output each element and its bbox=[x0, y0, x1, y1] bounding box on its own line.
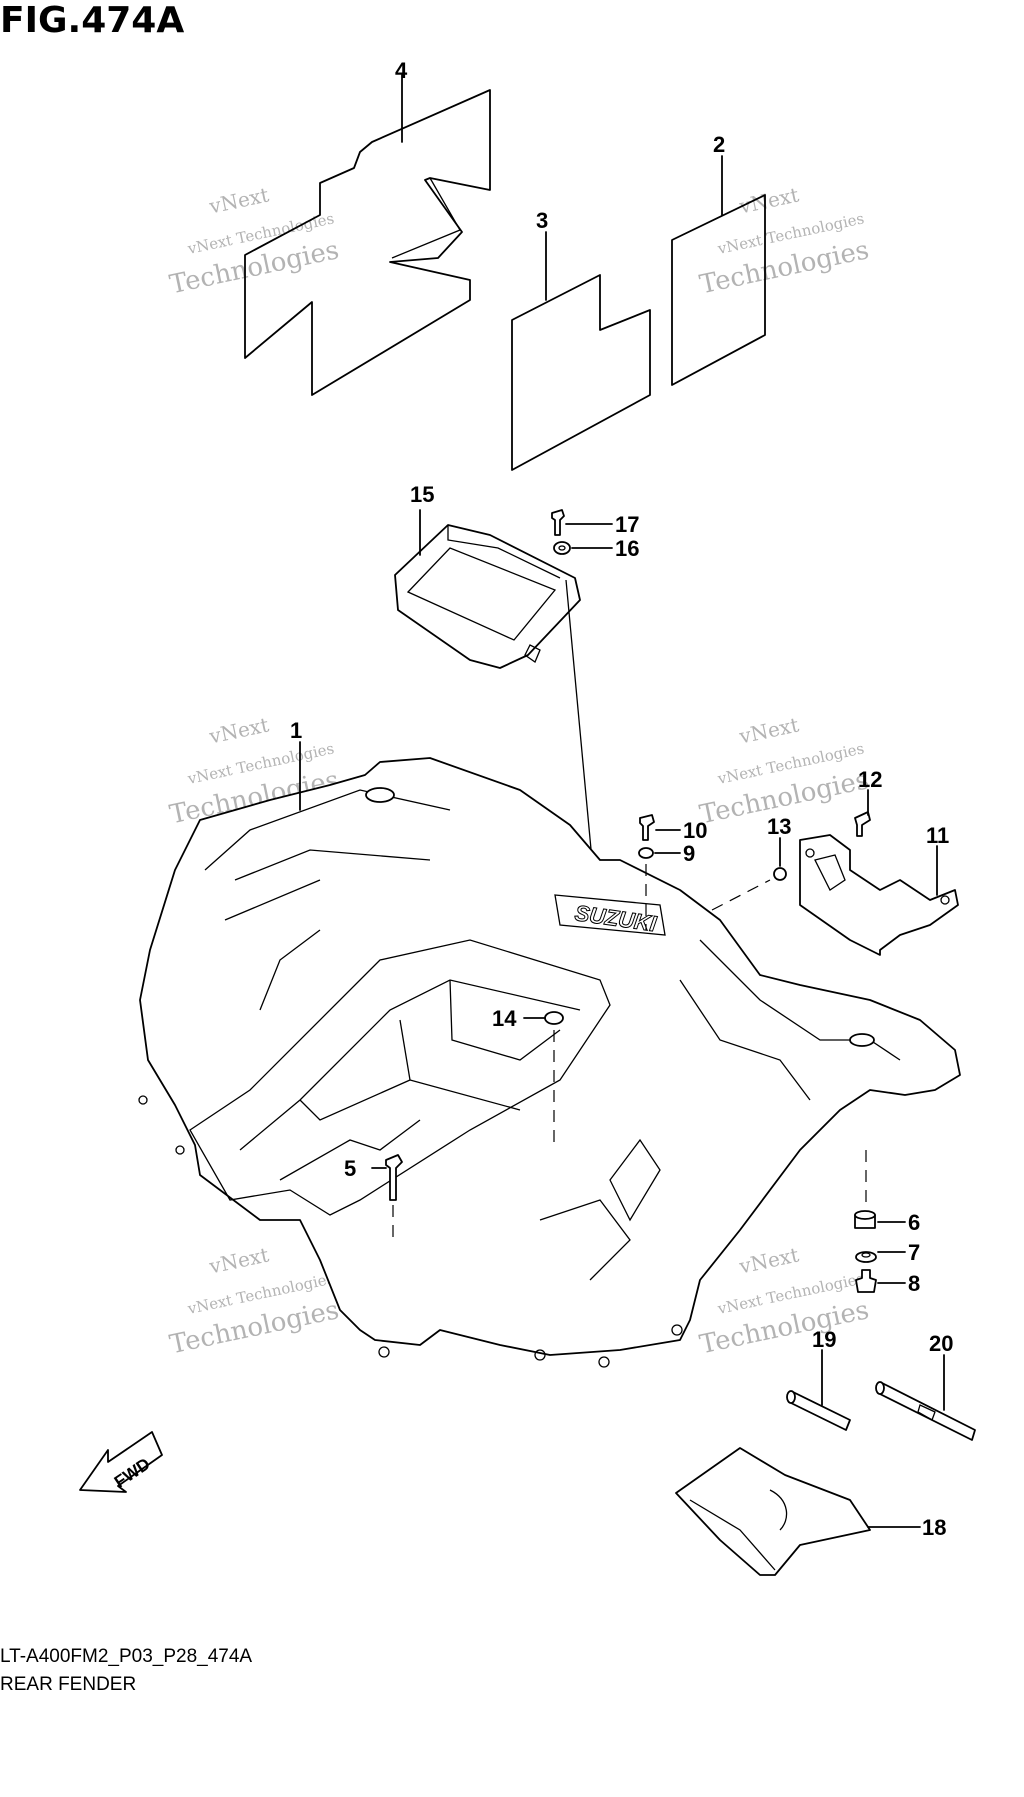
callout-12: 12 bbox=[858, 767, 882, 792]
part-2-pad: 2 bbox=[671, 132, 766, 386]
callout-18: 18 bbox=[922, 1515, 946, 1540]
callout-14: 14 bbox=[492, 1006, 517, 1031]
part-11-bracket: 11 bbox=[799, 823, 959, 956]
fwd-arrow-icon: FWD bbox=[79, 1431, 163, 1493]
leader-13-dashed bbox=[711, 879, 771, 911]
callout-16: 16 bbox=[615, 536, 639, 561]
callout-1: 1 bbox=[290, 718, 302, 743]
svg-text:vNext: vNext bbox=[736, 713, 801, 749]
callout-20: 20 bbox=[929, 1331, 953, 1356]
part-3-pad: 3 bbox=[511, 208, 651, 471]
callout-4: 4 bbox=[395, 58, 408, 83]
part-9-nut: 9 bbox=[638, 841, 695, 866]
part-6-grommet: 6 bbox=[854, 1210, 920, 1235]
callout-7: 7 bbox=[908, 1240, 920, 1265]
part-19-pin: 19 bbox=[786, 1327, 851, 1431]
part-18-tool-bag: 18 bbox=[675, 1447, 946, 1576]
callout-17: 17 bbox=[615, 512, 639, 537]
part-8-bolt: 8 bbox=[855, 1269, 920, 1296]
part-14-grommet: 14 bbox=[492, 1006, 564, 1031]
footer-section-name: REAR FENDER bbox=[0, 1674, 136, 1695]
callout-10: 10 bbox=[683, 818, 707, 843]
part-4-tape: 4 bbox=[244, 58, 491, 396]
svg-text:vNext: vNext bbox=[206, 1243, 271, 1279]
svg-text:vNext: vNext bbox=[736, 183, 801, 219]
callout-13: 13 bbox=[767, 814, 791, 839]
footer-model-code: LT-A400FM2_P03_P28_474A bbox=[0, 1646, 252, 1667]
callout-11: 11 bbox=[926, 823, 949, 848]
part-10-screw: 10 bbox=[639, 814, 707, 843]
callout-15: 15 bbox=[410, 482, 434, 507]
watermark-top-left: vNext vNext Technologies Technologies bbox=[167, 183, 342, 301]
callout-5: 5 bbox=[344, 1156, 356, 1181]
svg-text:vNext: vNext bbox=[206, 183, 271, 219]
svg-text:vNext: vNext bbox=[736, 1243, 801, 1279]
callout-19: 19 bbox=[812, 1327, 836, 1352]
callout-2: 2 bbox=[713, 132, 725, 157]
callout-9: 9 bbox=[683, 841, 695, 866]
callout-8: 8 bbox=[908, 1271, 920, 1296]
part-20-rod: 20 bbox=[875, 1331, 976, 1441]
figure-title: FIG.474A bbox=[0, 0, 184, 41]
callout-6: 6 bbox=[908, 1210, 920, 1235]
part-17-screw: 17 bbox=[551, 509, 639, 537]
part-16-nut: 16 bbox=[553, 536, 639, 561]
callout-3: 3 bbox=[536, 208, 548, 233]
part-7-collar: 7 bbox=[855, 1240, 920, 1265]
part-13-washer: 13 bbox=[767, 814, 791, 881]
part-12-screw: 12 bbox=[854, 767, 882, 837]
watermark-top-right: vNext vNext Technologies Technologies bbox=[697, 183, 872, 301]
part-5-bolt: 5 bbox=[344, 1154, 403, 1201]
watermark-mid-right: vNext vNext Technologies Technologies bbox=[697, 713, 872, 831]
svg-text:vNext: vNext bbox=[206, 713, 271, 749]
part-1-rear-fender: SUZUKI 1 bbox=[138, 718, 961, 1368]
part-15-tray: 15 bbox=[394, 482, 581, 669]
